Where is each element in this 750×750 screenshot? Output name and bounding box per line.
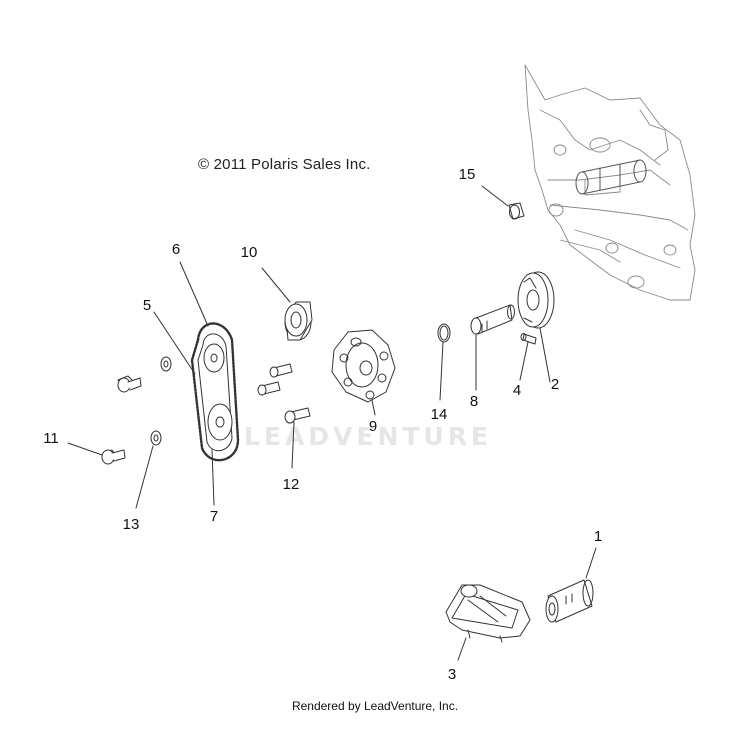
callout-6: 6	[171, 241, 181, 258]
part-1-tube	[545, 547, 597, 623]
callout-10: 10	[240, 244, 258, 261]
engine-shaft	[575, 159, 647, 195]
part-2-rotor	[517, 271, 555, 383]
part-8-sleeve	[470, 304, 515, 391]
callout-8: 8	[469, 393, 479, 410]
part-9-cover	[331, 329, 396, 416]
part-13-washer	[135, 430, 162, 509]
copyright-text: © 2011 Polaris Sales Inc.	[198, 156, 371, 173]
part-15-dowel	[481, 185, 525, 220]
rendered-by-text: Rendered by LeadVenture, Inc.	[291, 699, 459, 713]
callout-3: 3	[447, 666, 457, 683]
callout-2: 2	[550, 376, 560, 393]
callout-4: 4	[512, 382, 522, 399]
callout-7: 7	[209, 508, 219, 525]
callout-11: 11	[43, 430, 59, 447]
part-6-7-chain	[179, 261, 240, 506]
part-12-bolts	[257, 363, 311, 469]
callout-5: 5	[142, 297, 152, 314]
part-5-washer	[153, 311, 196, 375]
bolt-upper-left	[117, 375, 142, 393]
part-11-bolt	[67, 442, 126, 465]
engine-case	[524, 64, 696, 301]
callout-1: 1	[593, 528, 603, 545]
callout-12: 12	[282, 476, 300, 493]
callout-15: 15	[458, 166, 476, 183]
watermark: LEADVENTURE	[244, 422, 493, 451]
part-10-bushing	[261, 267, 313, 341]
part-3-strainer	[445, 584, 531, 661]
part-14-ring	[437, 323, 451, 401]
callout-9: 9	[368, 418, 378, 435]
callout-13: 13	[122, 516, 140, 533]
part-4-pin	[519, 333, 537, 381]
callout-14: 14	[430, 406, 448, 423]
